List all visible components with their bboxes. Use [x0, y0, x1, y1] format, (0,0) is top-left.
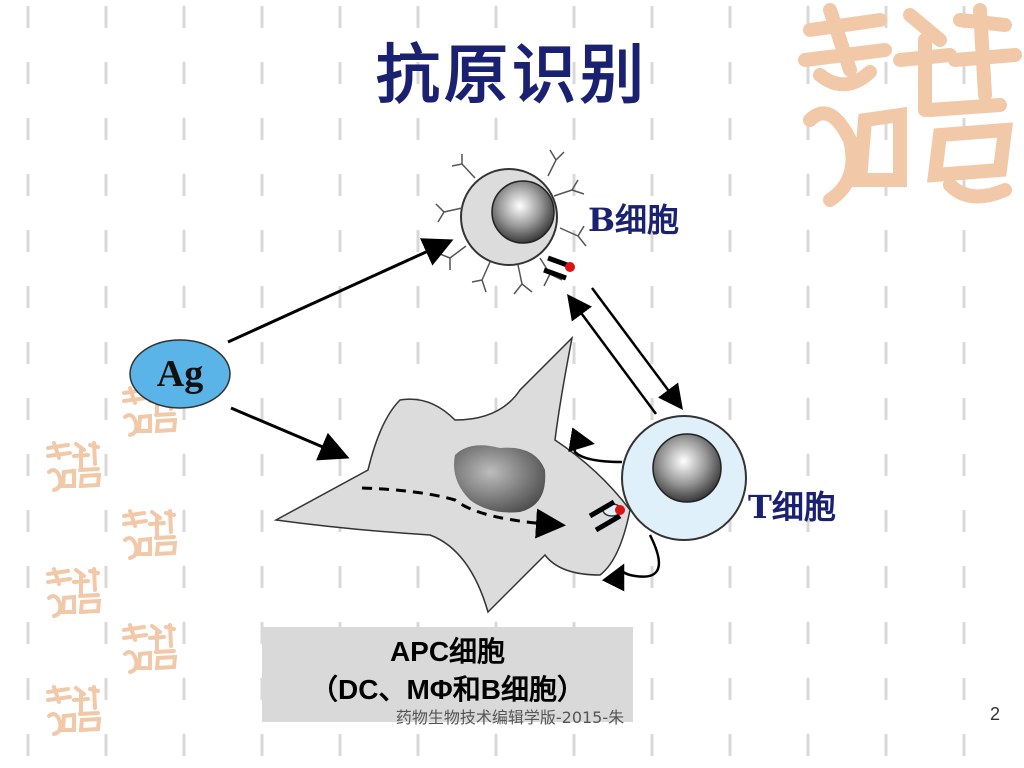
arrow-b-cell-to-t-cell [590, 287, 683, 411]
apc-caption-line1: APC细胞 [389, 636, 506, 667]
slide-title: 抗原识别 [376, 38, 648, 113]
auspicious-seal-logo [122, 509, 178, 560]
auspicious-seal-logo [46, 567, 102, 618]
t-cell-label: T细胞 [748, 488, 836, 526]
t-cell-interaction-loop-top [568, 427, 623, 464]
auspicious-seal-logo [798, 3, 1022, 207]
apc-cell-body [273, 335, 631, 614]
b-cell-nucleus [491, 180, 555, 244]
apc-caption-box: APC细胞 （DC、MΦ和B细胞） [262, 627, 633, 722]
tcr-mhc-contact [588, 499, 625, 533]
apc-nucleus [454, 445, 546, 513]
slide-footer: 药物生物技术编辑学版-2015-朱 [395, 708, 625, 727]
t-cell-interaction-loop-bottom [601, 534, 661, 592]
b-cell-antigen-binding [543, 255, 575, 281]
t-cell-nucleus [652, 433, 722, 503]
antigen-label: Ag [156, 353, 204, 395]
antigen-processing-path [361, 486, 566, 539]
apc-caption-line2: （DC、MΦ和B细胞） [310, 674, 585, 705]
arrow-ag-to-b-cell [227, 238, 454, 344]
arrow-ag-to-apc [230, 406, 350, 461]
auspicious-seal-logo [122, 623, 178, 674]
antigen-ellipse [129, 339, 231, 409]
b-cell-label: B细胞 [588, 201, 680, 239]
arrow-t-cell-to-b-cell [567, 293, 658, 415]
auspicious-seal-logo [46, 441, 102, 492]
page-number: 2 [989, 704, 1000, 724]
auspicious-seal-logo [46, 685, 102, 736]
